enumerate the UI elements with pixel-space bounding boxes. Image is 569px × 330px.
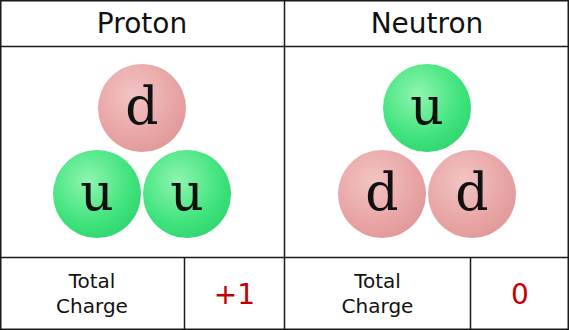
quark-circle: u bbox=[53, 150, 141, 238]
table-cell-box: Proton bbox=[0, 0, 284, 46]
row-divider bbox=[0, 257, 569, 259]
cell-divider bbox=[184, 258, 186, 330]
quark-letter: d bbox=[125, 80, 158, 132]
quark-circle: u bbox=[383, 64, 471, 152]
charge-value: 0 bbox=[511, 277, 529, 312]
row-divider bbox=[0, 46, 569, 48]
column-header: Proton bbox=[97, 6, 187, 41]
quark-circle: d bbox=[428, 150, 516, 238]
table-cell: Total Charge bbox=[323, 269, 433, 319]
column-header: Neutron bbox=[371, 6, 484, 41]
table-cell-box: 0 bbox=[471, 258, 569, 330]
quark-letter: d bbox=[365, 166, 398, 218]
table-cell: Total Charge bbox=[37, 269, 147, 319]
quark-letter: d bbox=[455, 166, 488, 218]
quark-letter: u bbox=[80, 166, 114, 218]
table-cell-box: Neutron bbox=[285, 0, 569, 46]
quark-circle: u bbox=[143, 150, 231, 238]
quark-letter: u bbox=[410, 80, 444, 132]
quark-letter: u bbox=[170, 166, 204, 218]
quark-circle: d bbox=[98, 64, 186, 152]
quark-circle: d bbox=[338, 150, 426, 238]
table-cell-box: +1 bbox=[185, 258, 284, 330]
table-cell-box: Total Charge bbox=[0, 258, 184, 330]
column-divider bbox=[284, 0, 286, 330]
cell-divider bbox=[470, 258, 472, 330]
charge-value: +1 bbox=[214, 277, 255, 312]
table-cell-box: Total Charge bbox=[285, 258, 470, 330]
